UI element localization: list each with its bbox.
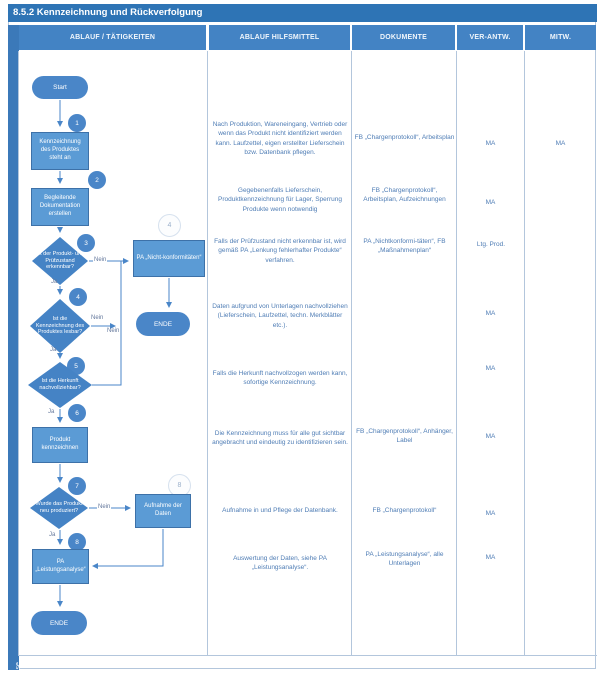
process-step6: Produkt kennzeichnen <box>32 427 88 463</box>
divider-col1-col2 <box>207 51 208 655</box>
docs-row3: PA „Nichtkonformi-täten“, FB „Maßnahmenp… <box>363 238 446 255</box>
step-circle-7: 7 <box>68 477 86 495</box>
docs-row1: FB „Chargenprotokoll“, Arbeitsplan <box>354 134 455 141</box>
ja-label-dec5: Ja <box>48 409 55 415</box>
column-header-mitw: MITW. <box>525 25 596 50</box>
process-pa-nichtkonformitaeten: PA „Nicht-konformitäten“ <box>133 240 205 277</box>
page-title: 8.5.2 Kennzeichnung und Rückverfolgung <box>8 4 597 22</box>
side-circle-4: 4 <box>158 214 181 237</box>
help-text-row8: Auswertung der Daten, siehe PA „Leistung… <box>233 555 327 572</box>
help-text-row1: Nach Produktion, Wareneingang, Vertrieb … <box>212 121 348 157</box>
process-step1: Kennzeichnung des Produktes steht an <box>31 132 89 170</box>
process-step2: Begleitende Dokumentation erstellen <box>31 188 89 226</box>
verantw-row2: MA <box>485 199 496 206</box>
step-circle-2: 2 <box>88 171 106 189</box>
help-text-row7: Aufnahme in und Pflege der Datenbank. <box>222 507 338 514</box>
step-circle-3: 3 <box>77 234 95 252</box>
docs-row2: FB „Chargenprotokoll“, Arbeitsplan, Aufz… <box>363 187 446 204</box>
process-step8: PA „Leistungsanalyse“ <box>32 549 89 584</box>
column-header-ablauf-hilfsmittel: ABLAUF HILFSMITTEL <box>209 25 350 50</box>
column-header-ablauf-taetigkeiten: ABLAUF / TÄTIGKEITEN <box>19 25 206 50</box>
nein-label-dec3: Nein <box>93 257 108 263</box>
divider-col2-col3 <box>351 51 352 655</box>
docs-row7: FB „Chargenprotokoll“ <box>372 507 437 514</box>
mitw-row1: MA <box>555 140 566 147</box>
step-circle-4: 4 <box>69 288 87 306</box>
divider-col3-col4 <box>456 51 457 655</box>
verantw-row1: MA <box>485 140 496 147</box>
docs-row8: PA „Leistungsanalyse“, alle Unterlagen <box>365 551 444 568</box>
nein-label-dec7: Nein <box>97 504 112 510</box>
nein-label-dec4: Nein <box>91 315 104 321</box>
verantw-row6: MA <box>485 433 496 440</box>
column-header-dokumente: DOKUMENTE <box>352 25 455 50</box>
verantw-row7: MA <box>485 510 496 517</box>
phase-strip: Phase <box>8 25 22 675</box>
column-header-verantw: VER-ANTW. <box>457 25 523 50</box>
ja-label-dec3: Ja <box>51 279 58 285</box>
step-circle-1: 1 <box>68 114 86 132</box>
help-text-row4: Daten aufgrund von Unterlagen nachvollzi… <box>212 303 348 329</box>
ja-label-dec4: Ja <box>50 347 57 353</box>
ende-terminator-1: ENDE <box>136 312 190 336</box>
step-circle-6: 6 <box>68 404 86 422</box>
ende-terminator-2: ENDE <box>31 611 87 635</box>
process-aufnahme-daten: Aufnahme der Daten <box>135 494 191 528</box>
divider-left <box>18 51 19 655</box>
help-text-row6: Die Kennzeichnung muss für alle gut sich… <box>212 430 348 447</box>
docs-row6: FB „Chargenprotokoll“, Anhänger, Label <box>356 428 453 445</box>
footer-divider <box>18 655 597 656</box>
verantw-row4: MA <box>485 310 496 317</box>
nein-label-merge: Nein <box>107 328 120 334</box>
verantw-row5: MA <box>485 365 496 372</box>
help-text-row2: Gegebenenfalls Lieferschein, Produktkenn… <box>218 187 342 213</box>
start-terminator: Start <box>32 76 88 99</box>
verantw-row8: MA <box>485 554 496 561</box>
help-text-row3: Falls der Prüfzustand nicht erkennbar is… <box>214 238 346 264</box>
divider-col4-col5 <box>524 51 525 655</box>
verantw-row3: Ltg. Prod. <box>476 241 506 248</box>
help-text-row5: Falls die Herkunft nachvollzogen werden … <box>212 370 348 387</box>
step-circle-8: 8 <box>68 533 86 551</box>
ja-label-dec7: Ja <box>49 532 56 538</box>
